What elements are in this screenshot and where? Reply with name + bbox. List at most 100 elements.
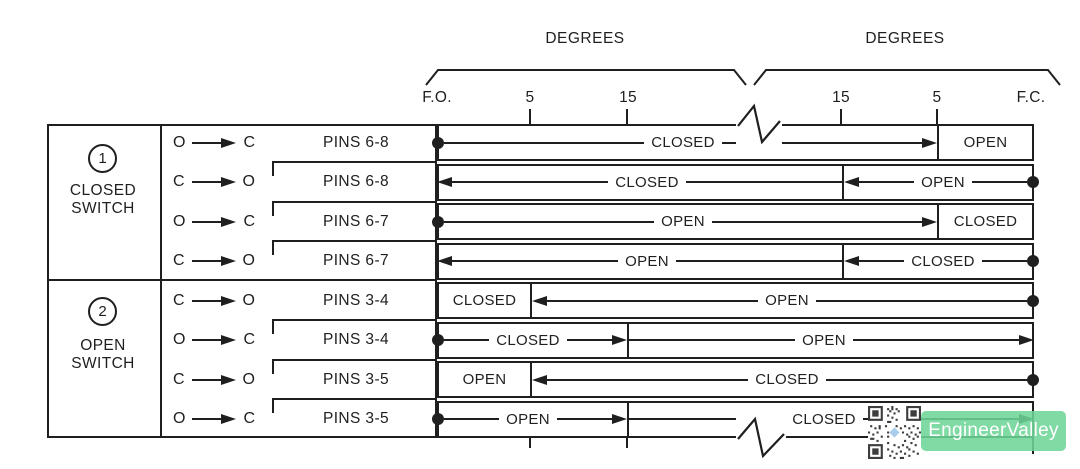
- timing-line: [711, 220, 922, 223]
- transition-arrowhead-icon: [221, 414, 237, 424]
- timing-band-pins-6-8: CLOSED OPEN: [432, 124, 1034, 161]
- timing-line: [971, 181, 1027, 183]
- end-dot-icon: [1027, 255, 1039, 267]
- switch-table-frame: [47, 124, 437, 438]
- timing-band-pins-3-4: CLOSED OPEN: [437, 282, 1039, 319]
- segment-label: CLOSED: [651, 134, 715, 151]
- timing-line: [444, 141, 645, 144]
- pins-row-separator: [272, 359, 437, 361]
- timing-segment: CLOSED: [439, 284, 530, 317]
- pins-label: PINS 3-5: [322, 410, 390, 427]
- timing-line: [547, 299, 759, 302]
- band-divider: [937, 205, 939, 238]
- timing-band-pins-3-4: CLOSED OPEN: [432, 321, 1034, 359]
- timing-band-pins-6-8: CLOSED OPEN: [437, 163, 1039, 201]
- group-label-open-switch: SWITCH: [71, 355, 135, 372]
- transition-arrow-line: [191, 378, 221, 381]
- pins-label: PINS 3-5: [322, 370, 390, 388]
- timing-line: [685, 181, 842, 183]
- degree-tick: [626, 428, 628, 448]
- pins-label: PINS 6-7: [322, 252, 390, 269]
- watermark-text: EngineerValley: [928, 420, 1059, 441]
- timing-segment: CLOSED: [432, 126, 937, 159]
- band-divider: [627, 402, 629, 436]
- segment-label: OPEN: [921, 173, 965, 191]
- scale-label-fo: F.O.: [422, 89, 452, 106]
- segment-label: OPEN: [963, 134, 1008, 151]
- transition-arrow-line: [192, 418, 222, 420]
- timing-line: [547, 378, 749, 381]
- pins-label: PINS 3-4: [322, 331, 390, 348]
- transition-arrow-line: [191, 299, 221, 302]
- right-arrow-icon: [192, 216, 237, 227]
- segment-label: CLOSED: [615, 173, 679, 191]
- timing-segment: OPEN: [432, 403, 627, 436]
- segment-label: CLOSED: [452, 292, 517, 309]
- end-dot-icon: [1027, 294, 1039, 307]
- watermark-badge: EngineerValley: [921, 411, 1066, 451]
- arrowhead-icon: [922, 137, 937, 148]
- timing-line: [859, 260, 905, 262]
- segment-label: CLOSED: [911, 252, 975, 270]
- overbrace-right-icon: [753, 69, 1061, 86]
- segment-label: OPEN: [765, 292, 809, 309]
- right-arrow-icon: [191, 177, 236, 187]
- segment-label: CLOSED: [792, 410, 856, 428]
- band-divider: [530, 284, 532, 317]
- group-label-closed-switch: SWITCH: [71, 200, 135, 217]
- group-label-closed-switch: CLOSED: [69, 182, 137, 199]
- group-divider: [47, 279, 437, 281]
- timing-segment: OPEN: [532, 284, 1039, 317]
- scale-label-fc: F.C.: [1016, 89, 1046, 106]
- timing-line: [444, 339, 490, 341]
- circled-number-1-icon: 1: [88, 144, 117, 173]
- line-break-icon: [736, 100, 782, 144]
- pins-row-separator-tick: [272, 398, 274, 413]
- timing-segment: OPEN: [439, 363, 530, 396]
- timing-line: [556, 418, 612, 420]
- segment-label: OPEN: [661, 213, 705, 230]
- timing-segment: CLOSED: [432, 324, 627, 357]
- group-label-open-switch: OPEN: [80, 337, 126, 354]
- timing-segment: CLOSED: [437, 166, 842, 199]
- arrowhead-icon: [437, 177, 452, 187]
- timing-line: [629, 339, 796, 341]
- pins-label: PINS 6-8: [322, 173, 390, 190]
- arrowhead-icon: [532, 374, 547, 385]
- pins-row-separator-tick: [272, 201, 274, 216]
- degree-tick: [626, 109, 628, 135]
- circled-number-2-icon: 2: [88, 297, 117, 326]
- timing-line: [852, 339, 1019, 341]
- timing-line: [981, 260, 1027, 262]
- band-divider: [627, 323, 629, 357]
- pins-row-separator-tick: [272, 359, 274, 374]
- pins-row-separator-tick: [272, 319, 274, 334]
- timing-line: [444, 418, 500, 420]
- pins-row-separator: [272, 201, 437, 203]
- transition-arrowhead-icon: [221, 137, 237, 148]
- transition-arrowhead-icon: [220, 177, 236, 187]
- timing-line: [675, 260, 842, 262]
- arrowhead-icon: [612, 414, 627, 424]
- pins-label: PINS 6-8: [322, 133, 390, 151]
- pins-label: PINS 6-7: [322, 212, 390, 230]
- segment-label: OPEN: [462, 371, 507, 388]
- pins-row-separator: [272, 398, 437, 400]
- transition-arrowhead-icon: [220, 374, 236, 385]
- pins-row-separator: [272, 240, 437, 242]
- arrowhead-icon: [437, 256, 452, 266]
- segment-label: OPEN: [802, 331, 846, 349]
- band-divider: [842, 244, 844, 278]
- start-dot-icon: [432, 413, 444, 425]
- overbrace-left-icon: [425, 69, 747, 86]
- timing-line: [566, 339, 612, 341]
- transition-arrowhead-icon: [220, 295, 236, 306]
- arrowhead-icon: [532, 295, 547, 306]
